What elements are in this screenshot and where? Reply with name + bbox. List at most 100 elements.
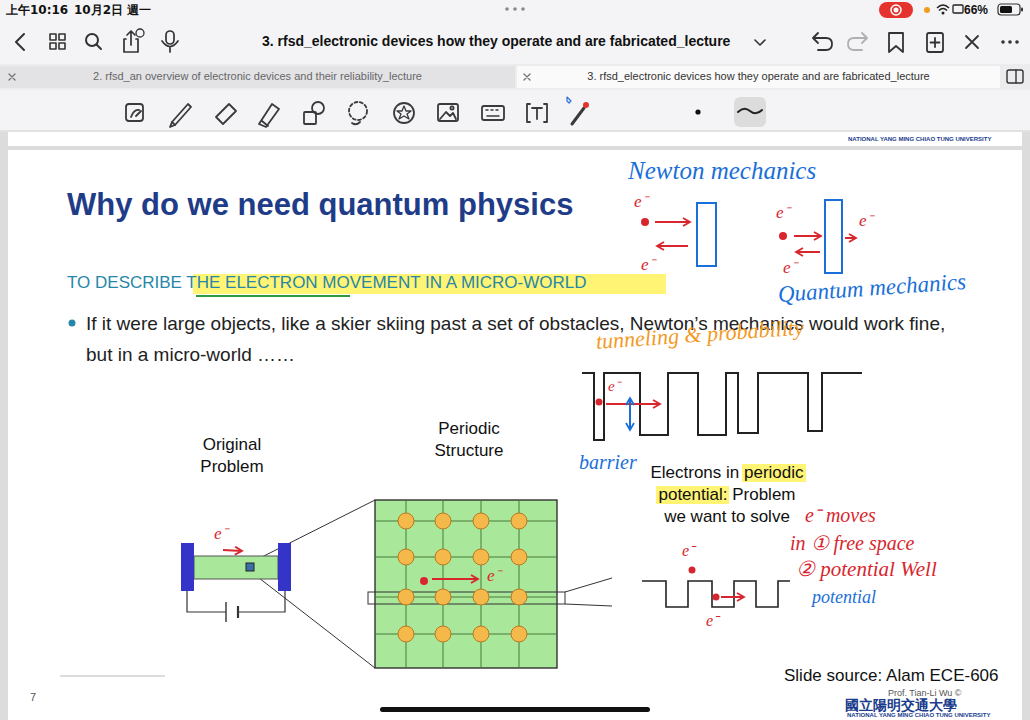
navigation-icons <box>16 34 24 50</box>
newton-sketch <box>697 203 716 266</box>
potential-wells <box>713 594 720 601</box>
device-illustration <box>250 571 375 668</box>
handwritten-note: ② potential Well <box>796 557 937 582</box>
toolbar-icons <box>131 110 141 117</box>
toolbar-icons <box>352 122 360 124</box>
toolbar-icons <box>738 109 762 114</box>
university-logo: 國立陽明交通大學 <box>845 697 957 714</box>
device-illustration <box>187 591 285 612</box>
potential-wells <box>721 596 744 598</box>
device-illustration <box>246 563 254 571</box>
lattice-atoms <box>435 513 451 529</box>
university-logo-english: NATIONAL YANG MING CHIAO TUNG UNIVERSITY <box>847 712 990 719</box>
tab-title: 2. rfsd_an overview of electronic device… <box>93 70 422 83</box>
status-icons <box>953 5 963 13</box>
tunneling-sketch <box>582 373 862 440</box>
status-icons <box>998 4 1020 15</box>
lattice-illustration <box>565 604 612 606</box>
lattice-atoms <box>435 589 451 605</box>
bullet-dot <box>69 320 76 327</box>
lattice-illustration <box>368 500 612 668</box>
navigation-icons <box>927 33 943 52</box>
lattice-atoms <box>511 626 527 642</box>
toolbar-icons <box>527 104 547 122</box>
device-illustration <box>181 500 375 668</box>
status-icons <box>879 2 913 18</box>
handwritten-note: Quantum mechanics <box>777 268 967 309</box>
handwritten-note: potential <box>812 587 876 609</box>
status-date: 10月2日 週一 <box>74 3 151 17</box>
status-icons <box>521 7 525 11</box>
quantum-sketch <box>794 235 821 237</box>
toolbar-icons <box>695 109 700 114</box>
lattice-atoms <box>473 513 489 529</box>
navigation-icons <box>166 31 174 44</box>
tab-close-icon <box>9 74 15 80</box>
electron-label: e⁻ <box>608 377 620 395</box>
navigation-icons <box>931 38 940 47</box>
tunneling-sketch <box>606 403 660 405</box>
navigation-icons <box>1007 70 1023 83</box>
status-icons <box>924 7 930 13</box>
electron-label: e⁻ <box>859 211 873 231</box>
bullet-dot <box>69 320 76 327</box>
quantum-sketch <box>779 232 787 240</box>
lattice-illustration <box>375 500 557 668</box>
handwritten-note: Newton mechanics <box>628 156 816 186</box>
device-illustration <box>194 556 278 579</box>
navigation-icons <box>1015 70 1016 83</box>
tunneling-sketch <box>629 398 631 430</box>
navigation-icons <box>127 31 135 45</box>
navigation-icons <box>1015 40 1019 44</box>
toolbar-icons <box>172 104 191 125</box>
device-illustration <box>181 543 194 591</box>
app-chrome <box>0 66 515 88</box>
status-icons <box>894 8 899 13</box>
newton-sketch <box>641 218 649 226</box>
status-icons <box>513 7 517 11</box>
newton-sketch <box>657 245 688 247</box>
app-chrome <box>0 131 1030 132</box>
navigation-icons <box>1001 40 1005 44</box>
handwritten-note: barrier <box>579 450 637 474</box>
lattice-atoms <box>511 513 527 529</box>
electron-label: e⁻ <box>634 192 648 212</box>
lattice-atoms <box>398 589 414 605</box>
tunneling-sketch <box>582 373 862 440</box>
electron-label: e⁻ <box>783 258 797 278</box>
navigation-icons <box>59 34 65 40</box>
document-title: 3. rfsd_electronic devices how they oper… <box>262 33 730 50</box>
handwritten-note: in ① free space <box>790 531 914 555</box>
navigation-icons <box>50 34 56 40</box>
navigation-icons <box>50 43 56 49</box>
logo-english: NATIONAL YANG MING CHIAO TUNG UNIVERSITY <box>848 136 991 143</box>
lattice-illustration <box>420 577 428 585</box>
app-chrome <box>0 0 1030 131</box>
navigation-icons <box>848 33 867 50</box>
potential-wells <box>642 581 790 607</box>
toolbar-icons <box>126 97 766 127</box>
toolbar-icons <box>259 104 279 127</box>
bullet-text: If it were large objects, like a skier s… <box>86 308 961 370</box>
status-time: 上午10:16 <box>6 3 68 17</box>
tab-title: 3. rfsd_electronic devices how they oper… <box>587 70 929 83</box>
navigation-icons <box>136 29 144 37</box>
navigation-icons <box>59 43 65 49</box>
lattice-atoms <box>473 626 489 642</box>
status-icons <box>937 5 949 11</box>
lattice-atoms <box>398 513 414 529</box>
lattice-illustration <box>565 578 612 592</box>
navigation-icons <box>966 36 978 48</box>
toolbar-icons <box>394 103 414 123</box>
navigation-icons <box>813 33 832 50</box>
device-illustration <box>237 606 239 618</box>
electron-label: e⁻ <box>641 255 655 275</box>
toolbar-icons <box>450 106 453 109</box>
status-icons <box>1021 8 1023 12</box>
toolbar-icons <box>126 104 143 121</box>
device-illustration <box>278 543 291 591</box>
slide-number: 7 <box>30 691 36 704</box>
navigation-icons <box>16 29 1023 83</box>
app-chrome <box>0 64 1030 90</box>
footer-rule <box>60 676 165 677</box>
